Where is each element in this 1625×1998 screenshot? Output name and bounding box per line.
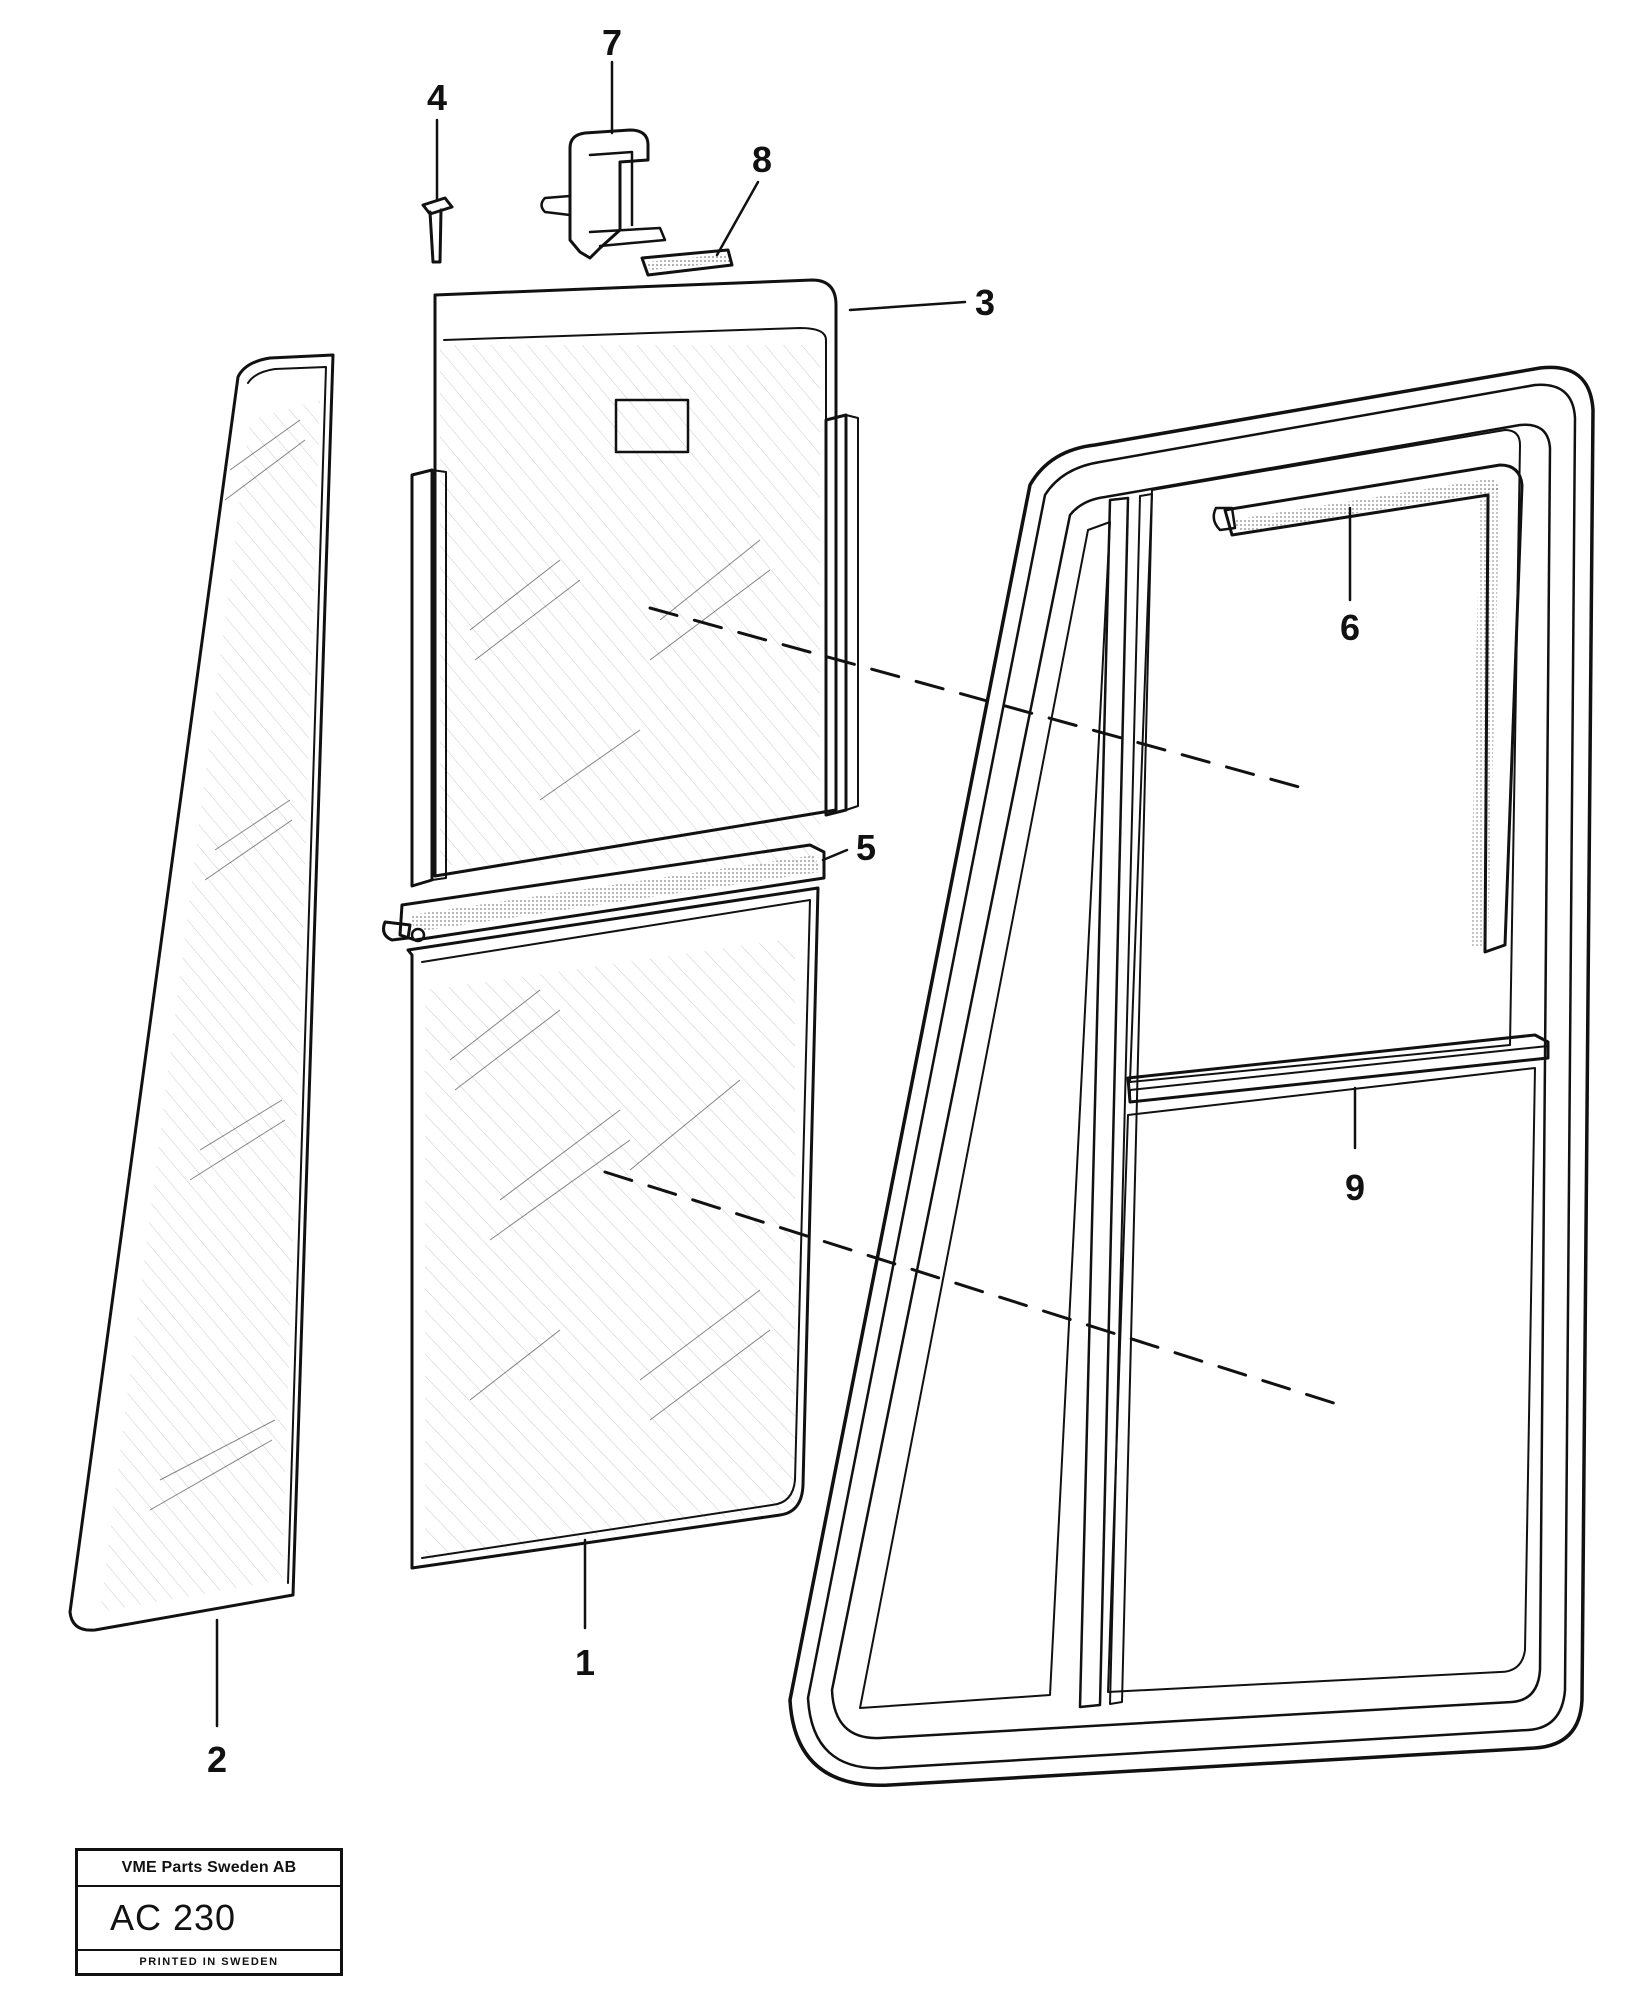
part-6-channel xyxy=(1212,463,1524,954)
title-block: VME Parts Sweden AB AC 230 PRINTED IN SW… xyxy=(75,1848,343,1976)
callout-9: 9 xyxy=(1345,1167,1365,1208)
assembly-lines xyxy=(603,606,1342,1407)
part-1-lower-sliding-glass xyxy=(406,886,820,1570)
callout-6: 6 xyxy=(1340,607,1360,648)
callout-4: 4 xyxy=(427,77,447,118)
part-5-middle-rail xyxy=(382,843,826,943)
part-4-screw xyxy=(421,196,454,264)
part-9-cross-bar xyxy=(1126,1033,1550,1104)
printed-note: PRINTED IN SWEDEN xyxy=(78,1949,340,1973)
callouts: 7 4 8 3 6 5 9 1 2 xyxy=(207,22,1365,1780)
part-8-pad xyxy=(640,248,734,277)
part-7-latch xyxy=(540,128,667,260)
callout-3: 3 xyxy=(975,282,995,323)
part-3-upper-sliding-glass xyxy=(410,278,859,888)
company-name: VME Parts Sweden AB xyxy=(78,1851,340,1887)
drawing-code: AC 230 xyxy=(110,1897,237,1938)
callout-5: 5 xyxy=(856,827,876,868)
door-frame xyxy=(788,365,1595,1787)
callout-2: 2 xyxy=(207,1739,227,1780)
callout-8: 8 xyxy=(752,139,772,180)
part-2-side-glass xyxy=(68,353,335,1632)
callout-7: 7 xyxy=(602,22,622,63)
leader-lines xyxy=(215,60,1357,1728)
callout-1: 1 xyxy=(575,1642,595,1683)
